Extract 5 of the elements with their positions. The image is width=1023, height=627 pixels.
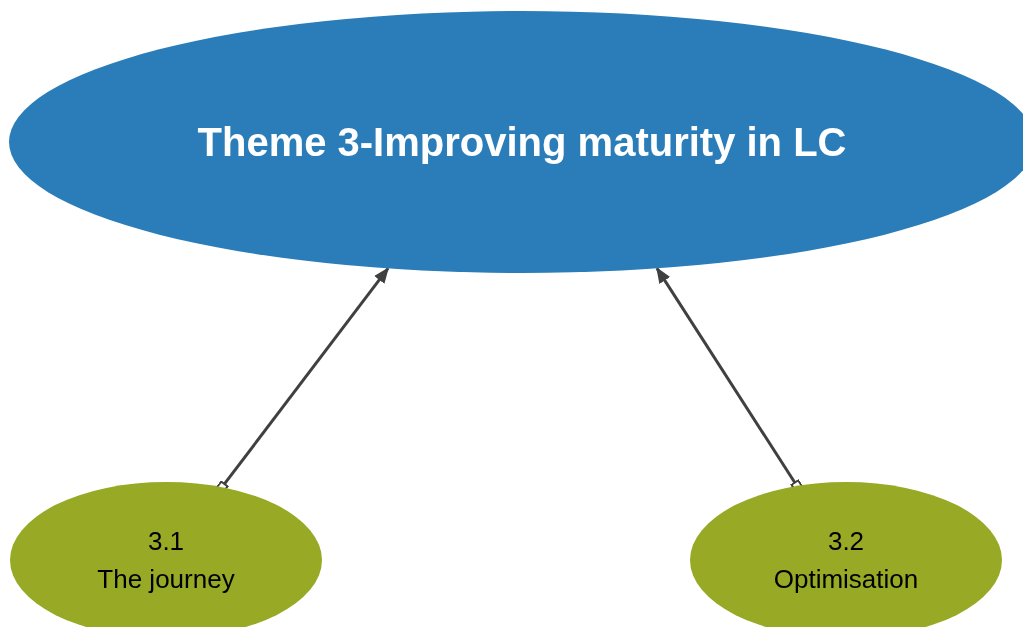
node-label: Optimisation [773, 563, 919, 596]
node-label: 3.2 [827, 525, 865, 558]
node-label: The journey [97, 563, 235, 596]
node-label: 3.1 [147, 525, 185, 558]
node-label: Theme 3-Improving maturity in LC [197, 119, 847, 166]
